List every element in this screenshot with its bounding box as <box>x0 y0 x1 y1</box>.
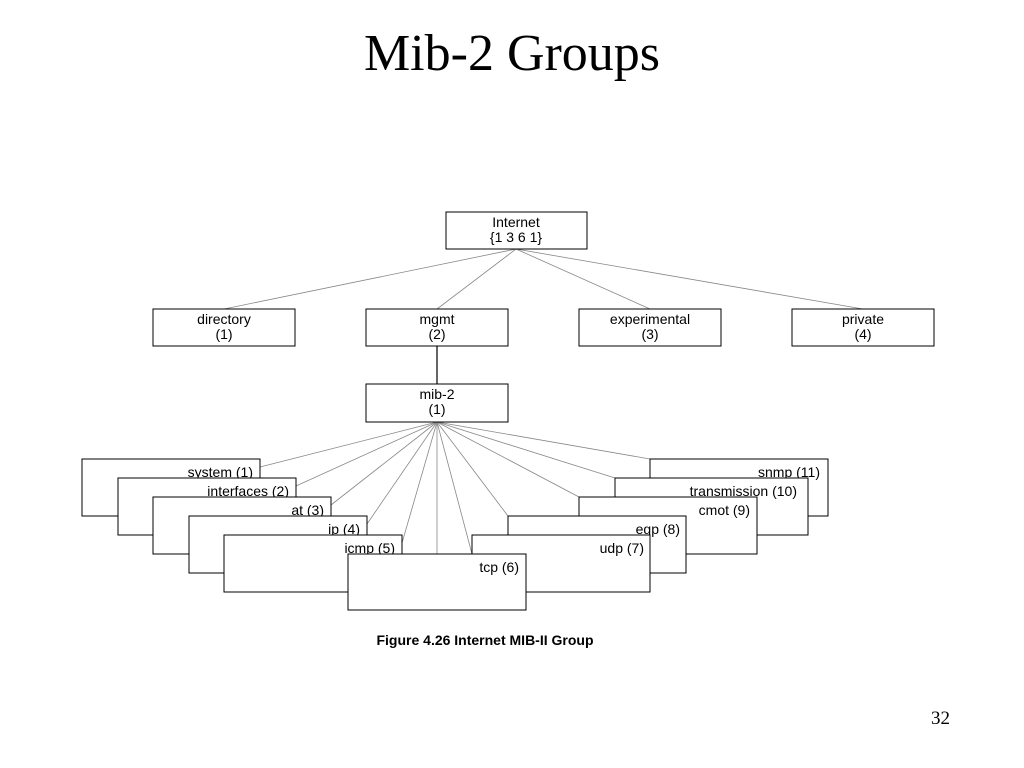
mib2-oid: (1) <box>428 401 445 417</box>
group-egp-label: egp (8) <box>636 521 680 537</box>
group-udp-label: udp (7) <box>600 540 644 556</box>
group-tcp: tcp (6) <box>347 553 527 611</box>
group-transmission-label: transmission (10) <box>690 483 797 499</box>
directory-node: directory (1) <box>152 308 296 347</box>
directory-oid: (1) <box>215 326 232 342</box>
group-ip-label: ip (4) <box>328 521 360 537</box>
group-at-label: at (3) <box>291 502 324 518</box>
slide-title: Mib-2 Groups <box>363 25 661 82</box>
experimental-node: experimental (3) <box>578 308 722 347</box>
private-label: private <box>842 311 884 327</box>
mib2-node: mib-2 (1) <box>365 383 509 423</box>
mib2-label: mib-2 <box>419 386 454 402</box>
experimental-label: experimental <box>610 311 690 327</box>
root-connectors <box>223 248 864 310</box>
mib2-fan-connectors <box>259 421 651 555</box>
internet-root-oid: {1 3 6 1} <box>490 229 542 245</box>
private-node: private (4) <box>791 308 935 347</box>
group-cmot-label: cmot (9) <box>699 502 750 518</box>
mgmt-node: mgmt (2) <box>365 308 509 347</box>
page-number: 32 <box>931 708 950 729</box>
mgmt-label: mgmt <box>420 311 455 327</box>
group-interfaces-label: interfaces (2) <box>207 483 289 499</box>
private-oid: (4) <box>854 326 871 342</box>
figure-caption: Figure 4.26 Internet MIB-II Group <box>376 632 594 648</box>
group-snmp-label: snmp (11) <box>758 464 820 480</box>
group-icmp-label: icmp (5) <box>344 540 395 556</box>
group-system-label: system (1) <box>188 464 253 480</box>
directory-label: directory <box>197 311 251 327</box>
internet-root-label: Internet <box>492 214 540 230</box>
group-tcp-label: tcp (6) <box>479 559 519 575</box>
internet-root-node: Internet {1 3 6 1} <box>445 211 588 250</box>
experimental-oid: (3) <box>641 326 658 342</box>
mgmt-oid: (2) <box>428 326 445 342</box>
